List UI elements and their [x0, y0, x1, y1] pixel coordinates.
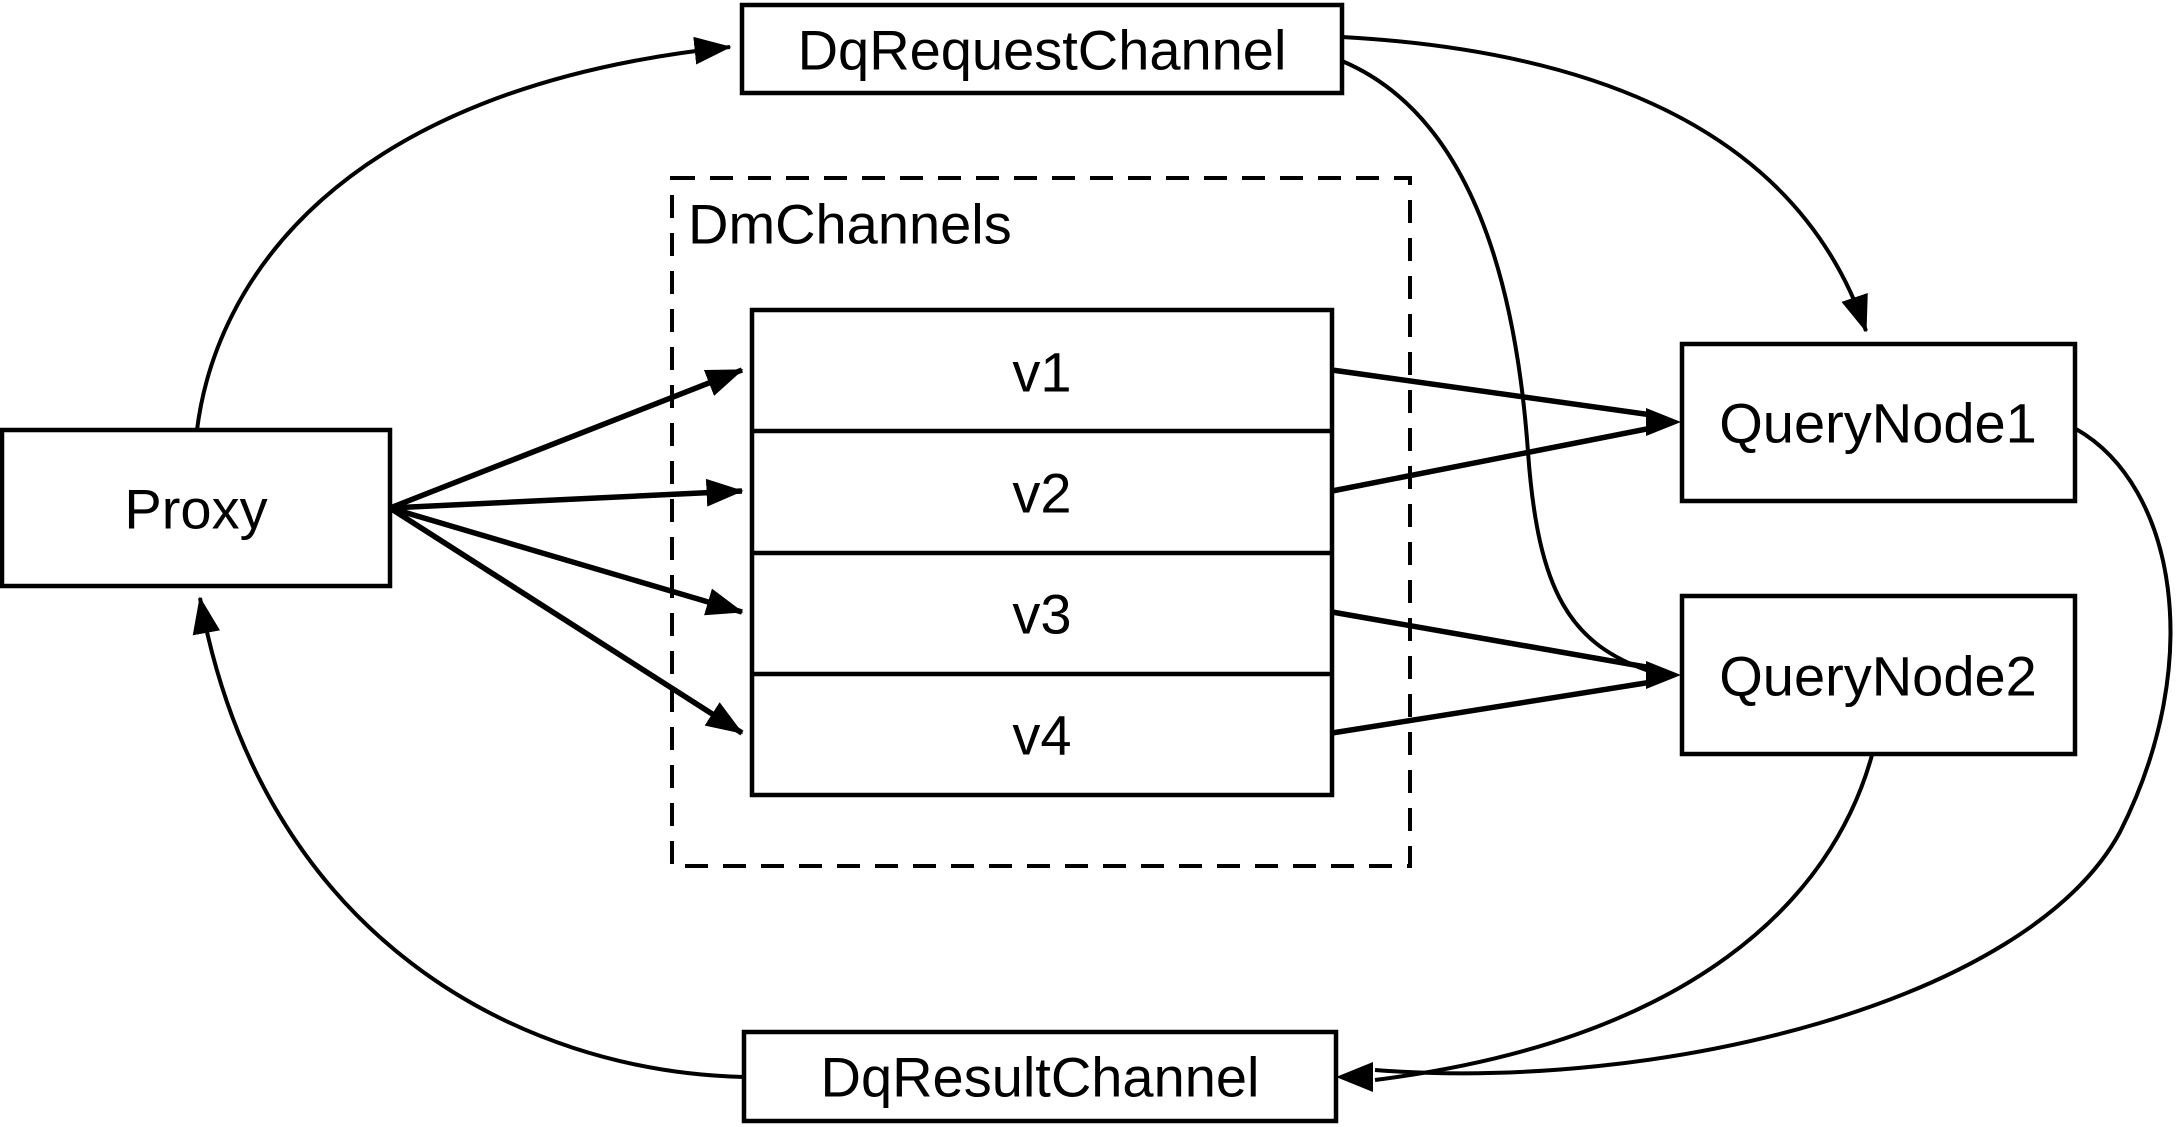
- channel-row-v4: v4: [1012, 704, 1071, 767]
- querynode2-label: QueryNode2: [1719, 645, 2037, 708]
- dqresultchannel-arrowhead: [1336, 1062, 1373, 1092]
- querynode2-arrowhead: [1646, 661, 1681, 689]
- querynode1-node: [1679, 341, 2078, 504]
- channel-row-v2: v2: [1012, 462, 1071, 525]
- channel-row-v1: v1: [1012, 341, 1071, 404]
- edge-dqrequestchannel-to-querynode2: [1341, 59, 1653, 674]
- proxy-node: [0, 427, 393, 589]
- edge-querynode1-to-dqresultchannel: [1374, 427, 2173, 1076]
- channel-row-v3: v3: [1012, 583, 1071, 646]
- dqrequestchannel-node: [739, 2, 1345, 96]
- dmchannels-group-label: DmChannels: [688, 193, 1012, 256]
- querynode2-node: [1679, 593, 2078, 757]
- querynode1-arrowhead: [1646, 408, 1681, 436]
- edge-v4-to-querynode2: [1331, 679, 1653, 736]
- nodes-layer: DmChannels Proxy DqRequestChannel v1 v2 …: [0, 2, 2078, 1124]
- dmchannels-group-box: [670, 176, 1412, 868]
- edges-layer: [192, 35, 2173, 1092]
- edge-v2-to-querynode1: [1331, 425, 1653, 494]
- proxy-label: Proxy: [124, 478, 267, 541]
- edge-proxy-to-v4: [388, 505, 744, 736]
- edge-proxy-to-v1: [388, 367, 744, 511]
- querynode1-label: QueryNode1: [1719, 392, 2037, 455]
- edge-dqrequestchannel-to-querynode1: [1341, 35, 1868, 333]
- edge-proxy-to-v2: [389, 478, 744, 511]
- edge-proxy-to-dqrequestchannel: [195, 36, 732, 431]
- dqresultchannel-node: [741, 1029, 1339, 1124]
- edge-dqresultchannel-to-proxy: [192, 596, 745, 1079]
- edge-querynode2-to-dqresultchannel: [1374, 754, 1874, 1082]
- dqrequestchannel-label: DqRequestChannel: [798, 19, 1287, 82]
- edge-v3-to-querynode2: [1331, 609, 1653, 671]
- dqresultchannel-label: DqResultChannel: [821, 1046, 1260, 1109]
- edge-v1-to-querynode1: [1331, 367, 1653, 418]
- edge-proxy-to-v3: [389, 505, 744, 616]
